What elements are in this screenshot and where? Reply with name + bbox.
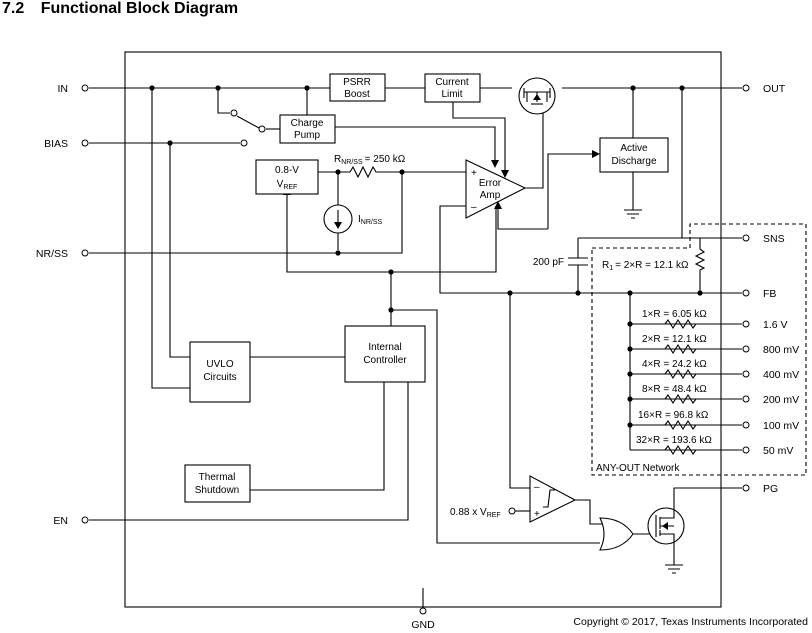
pin-gnd: GND	[411, 619, 435, 631]
wires	[89, 87, 742, 607]
capacitor-icon	[568, 257, 588, 266]
internal-controller-block: Internal Controller	[344, 325, 426, 383]
pin-en: EN	[53, 515, 68, 527]
error-amp-plus: +	[471, 168, 477, 179]
pin-out: OUT	[763, 83, 786, 95]
thermal-shutdown-line2: Shutdown	[195, 485, 239, 496]
section-number: 7.2	[2, 0, 25, 17]
pin-50mv: 50 mV	[763, 445, 793, 457]
resistor-icon	[349, 165, 378, 179]
anyout-resistor-label: 2×R = 12.1 kΩ	[642, 334, 707, 345]
pin-100mv: 100 mV	[763, 420, 799, 432]
vref-main: 0.8-V	[275, 165, 299, 176]
resistor-icon	[664, 318, 697, 330]
resistor-icon	[694, 248, 706, 271]
pin-pg: PG	[763, 483, 778, 495]
internal-controller-line2: Controller	[363, 355, 407, 366]
pin-markers	[81, 84, 750, 615]
thermal-shutdown-line1: Thermal	[199, 472, 236, 483]
ground-icon	[624, 209, 642, 219]
error-amp-minus: –	[471, 202, 477, 213]
anyout-network-label: ANY-OUT Network	[596, 463, 680, 474]
pin-200mv: 200 mV	[763, 394, 799, 406]
anyout-resistor-label: 8×R = 48.4 kΩ	[642, 384, 707, 395]
nmos-transistor-icon	[647, 507, 685, 545]
resistor-icon	[664, 393, 697, 405]
resistor-icon	[664, 444, 697, 456]
pg-ref-node	[508, 507, 516, 515]
comparator-icon: – +	[529, 475, 577, 523]
signal-arrows	[283, 150, 600, 209]
anyout-resistor-label: 16×R = 96.8 kΩ	[638, 410, 709, 421]
pin-fb: FB	[763, 288, 776, 300]
resistor-icon	[664, 368, 697, 380]
r1-label: R1= 2×R = 12.1 kΩ	[602, 260, 689, 272]
resistor-icon	[664, 419, 697, 431]
psrr-boost-block: PSRR Boost	[329, 73, 386, 102]
internal-controller-line1: Internal	[368, 342, 401, 353]
uvlo-line2: Circuits	[203, 372, 236, 383]
anyout-resistor-label: 32×R = 193.6 kΩ	[636, 435, 712, 446]
ground-icon	[665, 564, 683, 574]
uvlo-block: UVLO Circuits	[189, 341, 251, 403]
current-source-icon	[323, 204, 353, 234]
anyout-resistor-label: 1×R = 6.05 kΩ	[642, 309, 707, 320]
anyout-network-outline	[591, 223, 807, 476]
anyout-resistor-label: 4×R = 24.2 kΩ	[642, 359, 707, 370]
pg-ref-label: 0.88 x VREF	[450, 507, 501, 519]
pin-400mv: 400 mV	[763, 369, 799, 381]
pin-sns: SNS	[763, 233, 785, 245]
section-heading: 7.2 Functional Block Diagram	[2, 0, 238, 18]
pin-1-6v: 1.6 V	[763, 319, 788, 331]
active-discharge-line1: Active	[620, 143, 648, 154]
comparator-plus: +	[534, 509, 540, 520]
psrr-boost-line1: PSRR	[343, 77, 371, 88]
current-limit-line2: Limit	[441, 89, 462, 100]
comparator-minus: –	[534, 482, 540, 493]
section-title: Functional Block Diagram	[40, 0, 239, 17]
pin-bias: BIAS	[44, 138, 68, 150]
charge-pump-block: Charge Pump	[279, 114, 336, 144]
error-amp-line2: Amp	[480, 190, 501, 201]
switch-icon	[230, 109, 266, 147]
pin-800mv: 800 mV	[763, 344, 799, 356]
r-nrss-label: RNR/SS= 250 kΩ	[334, 154, 406, 166]
current-limit-block: Current Limit	[424, 73, 481, 103]
junction-dots	[149, 85, 703, 428]
vref-block: 0.8-V VREF	[255, 159, 319, 195]
capacitor-label: 200 pF	[533, 257, 564, 268]
resistor-icon	[664, 343, 697, 355]
error-amp-line1: Error	[479, 178, 502, 189]
active-discharge-line2: Discharge	[611, 156, 656, 167]
or-gate-icon	[599, 517, 634, 551]
current-limit-line1: Current	[435, 77, 469, 88]
uvlo-line1: UVLO	[206, 359, 233, 370]
thermal-shutdown-block: Thermal Shutdown	[184, 464, 251, 503]
vref-label: VREF	[277, 179, 298, 191]
active-discharge-block: Active Discharge	[599, 137, 669, 173]
pmos-transistor-icon	[518, 77, 556, 115]
error-amp: Error Amp + –	[465, 159, 527, 219]
psrr-boost-line2: Boost	[344, 89, 370, 100]
pin-in: IN	[58, 83, 69, 95]
anyout-resistors	[664, 318, 697, 456]
charge-pump-line1: Charge	[291, 118, 324, 129]
pin-nrss: NR/SS	[36, 248, 68, 260]
charge-pump-line2: Pump	[294, 130, 321, 141]
copyright-notice: Copyright © 2017, Texas Instruments Inco…	[573, 616, 808, 628]
i-nrss-label: INR/SS	[358, 214, 383, 226]
